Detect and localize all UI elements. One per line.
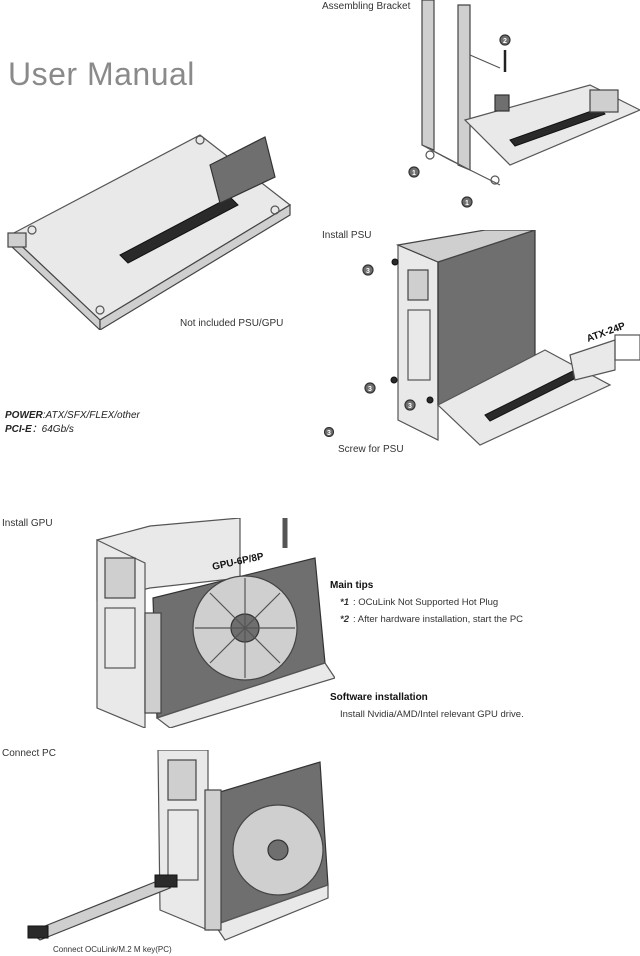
step-badge-3-legend: 3 — [327, 430, 331, 437]
install-psu-heading: Install PSU — [322, 230, 372, 241]
psu-illustration: ATX-24P 3 3 3 — [362, 230, 640, 446]
install-gpu-heading: Install GPU — [2, 518, 53, 529]
connect-pc-illustration — [27, 750, 329, 941]
step-badge-3b: 3 — [368, 386, 372, 393]
step-badge-1a: 1 — [412, 170, 416, 177]
step-badge-3a: 3 — [366, 268, 370, 275]
step-badge-2: 2 — [503, 38, 507, 45]
connect-caption: Connect OCuLink/M.2 M key(PC) — [53, 945, 172, 954]
tip-1: *1: OCuLink Not Supported Hot Plug — [340, 597, 523, 608]
tip-1-text: : OCuLink Not Supported Hot Plug — [352, 597, 499, 608]
software-installation: Software installation Install Nvidia/AMD… — [330, 692, 524, 726]
assembling-bracket-heading: Assembling Bracket — [322, 1, 411, 12]
main-tips-title: Main tips — [330, 580, 374, 591]
screw-for-psu-caption: Screw for PSU — [338, 444, 404, 455]
pcie-value: ：64Gb/s — [31, 424, 74, 435]
connect-pc-heading: Connect PC — [2, 748, 56, 759]
screw-for-psu-legend: 3 Screw for PSU — [323, 424, 404, 455]
dock-board-illustration — [7, 134, 292, 330]
screw-step-icon: 3 — [323, 426, 335, 438]
tip-2-text: : After hardware installation, start the… — [352, 614, 524, 625]
atx-24p-label: ATX-24P — [585, 321, 627, 345]
main-tips: Main tips *1: OCuLink Not Supported Hot … — [330, 580, 523, 631]
software-installation-text: Install Nvidia/AMD/Intel relevant GPU dr… — [340, 709, 524, 720]
pcie-label: PCI-E — [5, 424, 32, 435]
bracket-illustration: 2 1 1 — [408, 0, 640, 208]
tip-2: *2: After hardware installation, start t… — [340, 614, 523, 625]
power-spec: POWER:ATX/SFX/FLEX/other — [5, 408, 140, 423]
power-label: POWER — [5, 410, 43, 421]
power-value: :ATX/SFX/FLEX/other — [42, 410, 140, 421]
tip-1-number: *1 — [340, 597, 349, 608]
gpu-illustration: GPU-6P/8P — [96, 518, 335, 728]
software-installation-title: Software installation — [330, 692, 428, 703]
tip-2-number: *2 — [340, 614, 349, 625]
step-badge-3c: 3 — [408, 403, 412, 410]
manual-title: User Manual — [8, 56, 195, 92]
pcie-spec: PCI-E：64Gb/s — [5, 422, 74, 437]
step-badge-1b: 1 — [465, 200, 469, 207]
not-included-caption: Not included PSU/GPU — [180, 318, 284, 329]
